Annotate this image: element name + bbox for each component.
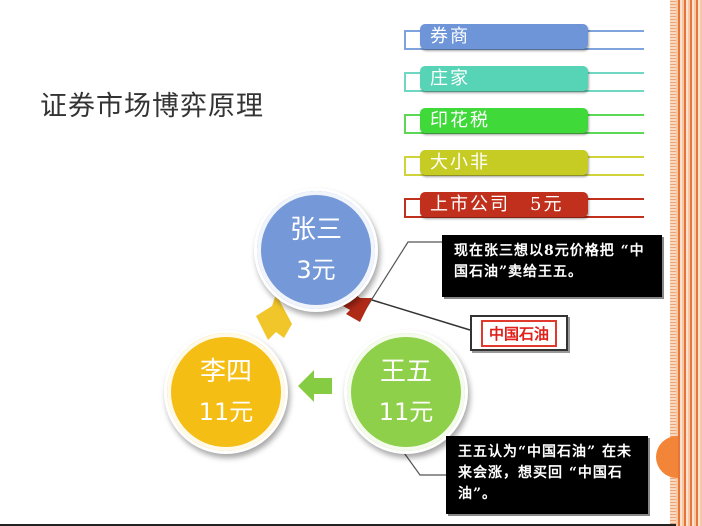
player-name: 李四 xyxy=(199,357,252,387)
player-name: 张三 xyxy=(289,215,342,245)
legend-item-restricted-shares: 大小非 xyxy=(404,150,646,176)
note-top: 现在张三想以8元价格把 “中国石油”卖给王五。 xyxy=(442,235,662,297)
player-amount: 11元 xyxy=(198,398,254,426)
slide-title: 证券市场博弈原理 xyxy=(40,91,264,122)
player-lisi: 李四 11元 xyxy=(164,330,288,454)
player-name: 王五 xyxy=(379,357,432,387)
legend-label: 印花税 xyxy=(420,108,588,133)
stock-label-box: 中国石油 xyxy=(470,315,568,351)
player-amount: 3元 xyxy=(296,256,336,284)
decorative-border xyxy=(676,0,702,526)
player-wangwu: 王五 11元 xyxy=(344,330,468,454)
callout-line-stock xyxy=(371,299,471,331)
legend-item-stamp-tax: 印花税 xyxy=(404,108,646,134)
bottom-divider xyxy=(0,524,676,526)
player-zhangsan: 张三 3元 xyxy=(254,188,378,312)
legend-item-broker: 券商 xyxy=(404,24,646,50)
slide-tab xyxy=(656,436,678,478)
stock-label: 中国石油 xyxy=(480,319,557,347)
legend-item-dealer: 庄家 xyxy=(404,66,646,92)
legend-label: 券商 xyxy=(420,24,588,49)
legend-label: 大小非 xyxy=(420,150,588,175)
callout-line-bottom xyxy=(401,449,446,476)
arrow-wangwu-to-lisi xyxy=(298,370,332,402)
callout-line-top xyxy=(359,241,442,319)
player-amount: 11元 xyxy=(378,398,434,426)
legend-item-listed-company: 上市公司 5元 xyxy=(404,192,646,218)
note-bottom: 王五认为“中国石油” 在未来会涨，想买回 “中国石油”。 xyxy=(446,436,648,514)
legend-label: 上市公司 5元 xyxy=(420,192,588,217)
legend-label: 庄家 xyxy=(420,66,588,91)
arrow-lisi-to-zhangsan xyxy=(256,294,292,340)
decorative-stripe xyxy=(670,0,676,526)
